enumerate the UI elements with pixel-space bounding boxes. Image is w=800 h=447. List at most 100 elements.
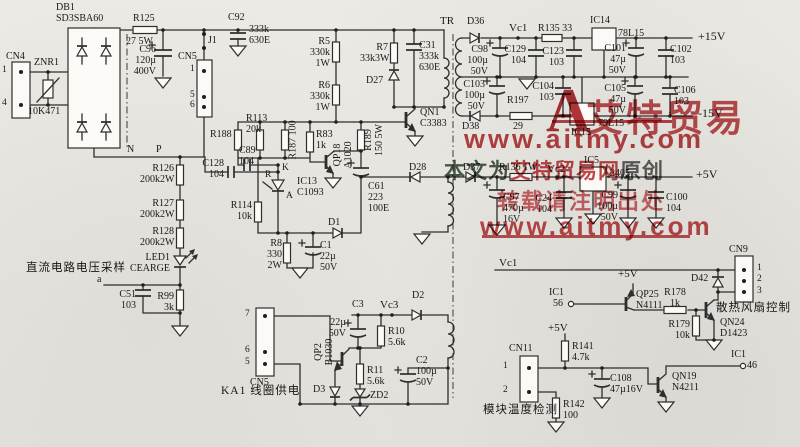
label-c96: C96 120µ 400V <box>133 44 156 78</box>
regulator-ic5 <box>579 166 607 192</box>
resistors <box>132 25 701 419</box>
label-cn5-top-pin6: 6 <box>190 100 195 110</box>
label-cn4-pin1: 1 <box>2 65 7 75</box>
ground-symbols <box>153 45 724 433</box>
label-d42: D42 <box>691 273 709 284</box>
label-cn5-bottom-pin5: 5 <box>245 357 250 367</box>
label-c89: C89 104 <box>239 145 256 168</box>
label-znr1: ZNR1 <box>34 57 59 68</box>
label-r135: R135 33 <box>538 23 573 34</box>
label-c92-value: 333k 630E <box>249 24 271 47</box>
diodes <box>172 31 725 402</box>
label-c100: C100 104 <box>666 192 688 215</box>
label-r127: R127 200k2W <box>140 198 175 221</box>
label-r197: R197 <box>507 95 529 106</box>
label-cn9: CN9 <box>729 244 748 255</box>
label-plus15v: +15V <box>698 29 726 43</box>
transistors <box>324 112 715 398</box>
connector-cn5-top <box>196 32 213 118</box>
label-ic15: IC15 <box>571 127 591 138</box>
label-cn5-top-pin1: 1 <box>190 64 195 74</box>
label-c61: C61 223 100E <box>368 181 390 215</box>
label-cn9-pin3: 3 <box>757 286 762 296</box>
label-dc-voltage-sampling: 直流电路电压采样 <box>26 262 126 274</box>
label-c123: C123 103 <box>542 46 564 69</box>
label-r187: R187 100 <box>287 120 299 160</box>
label-qn19: QN19 N4211 <box>672 371 699 394</box>
label-r189: R189 150 5W <box>363 124 385 156</box>
label-d2: D2 <box>412 290 425 301</box>
label-r141: R141 4.7k <box>572 341 594 364</box>
label-ic13: IC13 C1093 <box>297 176 324 199</box>
label-fan-control: 散热风扇控制 <box>716 302 791 314</box>
label-node-p: P <box>156 144 162 155</box>
label-c102: C102 103 <box>670 44 692 67</box>
label-znr1-value: 10K471 <box>28 106 61 117</box>
label-ic1-fan-pin: 56 <box>553 298 563 309</box>
junction-dots <box>46 28 747 406</box>
label-c31: C31 333k 630E <box>419 40 441 74</box>
label-ic1-temp-pin: 46 <box>747 360 757 371</box>
wires <box>29 27 741 423</box>
label-node-n: N <box>127 144 135 155</box>
label-r5: R5 330k 1W <box>310 36 330 70</box>
label-ka1-coil-supply: KA1 线圈供电 <box>221 385 301 397</box>
label-r197-value: 29 <box>513 121 523 132</box>
label-r136: R136 1W <box>499 162 538 173</box>
label-c104: C104 103 <box>532 81 554 104</box>
label-cn5-bottom-pin7: 7 <box>245 309 250 319</box>
label-d37: D37 <box>463 162 481 173</box>
label-d36: D36 <box>467 16 485 27</box>
label-r126: R126 200k2W <box>140 163 175 186</box>
label-d1: D1 <box>328 217 341 228</box>
label-r125-value: 27 5W <box>126 36 153 47</box>
label-node-a: a <box>97 274 102 285</box>
regulator-ic15 <box>569 102 595 126</box>
label-ic5-value: 2405 <box>610 168 630 179</box>
label-r125: R125 <box>133 13 155 24</box>
label-led1: LED1 CEARGE <box>130 252 170 275</box>
label-r128: R128 200k2W <box>140 226 175 249</box>
label-cn11-pin2: 2 <box>503 385 508 395</box>
label-r178: R178 1k <box>664 287 686 310</box>
label-c24: C24 104 <box>535 193 552 216</box>
label-node-a2: A <box>286 191 293 201</box>
label-j1: J1 <box>208 35 217 46</box>
connector-cn11 <box>519 355 539 403</box>
label-vc1: Vc1 <box>509 22 528 34</box>
label-qp18: QP18 A1020 <box>332 141 354 169</box>
label-c98: C98 100µ 50V <box>467 44 488 78</box>
label-c129: C129 104 <box>504 44 526 67</box>
label-temp-detect: 模块温度检测 <box>483 404 558 416</box>
label-node-k: K <box>282 163 289 173</box>
label-c128: C128 104 <box>202 158 224 181</box>
connector-cn5-bottom <box>255 307 275 377</box>
label-cn11-pin1: 1 <box>503 361 508 371</box>
label-d28: D28 <box>409 162 427 173</box>
transformer-tr <box>443 34 463 398</box>
label-qn24: QN24 D1423 <box>720 317 748 340</box>
label-plus5v-fan: +5V <box>618 268 638 280</box>
label-ic1-fan: IC1 <box>549 287 564 298</box>
label-r7: R7 33k3W <box>360 42 390 65</box>
label-vc2: Vc2 <box>547 163 566 175</box>
label-d3: D3 <box>313 384 326 395</box>
label-qp2: QP2 B1030 <box>313 338 335 366</box>
label-cn5-top: CN5 <box>178 51 197 62</box>
label-d27: D27 <box>366 75 384 86</box>
label-qn1: QN1 C3383 <box>420 107 447 130</box>
label-plus5v: +5V <box>696 167 718 181</box>
label-cn9-pin2: 2 <box>757 274 762 284</box>
label-r8: R8 330 2W <box>267 238 282 272</box>
label-r188: R188 <box>210 129 232 140</box>
label-cn5-bottom-pin6: 6 <box>245 345 250 355</box>
label-c99: C99 100µ 50V <box>597 190 618 224</box>
label-c108: C108 47µ16V <box>610 373 643 396</box>
label-ic14: IC14 <box>590 15 610 26</box>
label-ic15-value: 79L15 <box>598 118 625 129</box>
label-c103: C103 100µ 50V <box>463 79 485 113</box>
label-minus15v: -15V <box>698 106 723 120</box>
label-cn5-bottom: CN5 <box>250 377 269 388</box>
label-cn5-top-pin5: 5 <box>190 90 195 100</box>
